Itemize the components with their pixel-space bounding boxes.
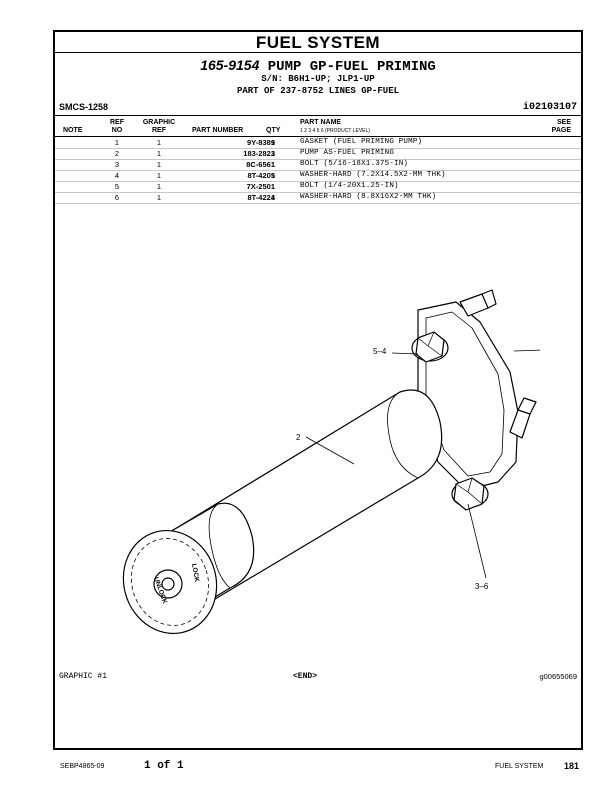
graphic-ref: 1: [156, 193, 162, 202]
group-name: PUMP GP-FUEL PRIMING: [267, 59, 436, 75]
part-number: 8C-6561: [246, 160, 275, 169]
col-ref-bottom: NO: [111, 127, 123, 134]
leader-3-6: [467, 503, 487, 579]
graphic-ref: 1: [156, 160, 162, 169]
group-heading: 165-9154 PUMP GP-FUEL PRIMING: [55, 57, 581, 75]
callout-5-4: 5–4: [373, 347, 387, 356]
footer-page-number: 181: [564, 761, 580, 771]
table-row: 4 1 8T-4205 1 WASHER-HARD (7.2X14.5X2-MM…: [55, 170, 581, 182]
col-qty: QTY: [266, 127, 281, 134]
part-name: WASHER-HARD (7.2X14.5X2-MM THK): [300, 171, 446, 179]
part-name: WASHER-HARD (8.8X16X2-MM THK): [300, 193, 437, 201]
footer-doc-number: SEBP4865-09: [60, 763, 105, 770]
graphic-ref: 1: [156, 138, 162, 147]
ref-no: 2: [114, 149, 120, 158]
col-graphic-bottom: REF: [152, 127, 166, 134]
pump-illustration: 5–4 1 2 3–6 UNLOCK LOCK: [122, 289, 540, 635]
leader-5-4: [391, 352, 419, 355]
header-divider: [55, 115, 581, 116]
leader-2: [305, 436, 355, 465]
callout-3-6: 3–6: [475, 582, 489, 591]
end-marker: <END>: [293, 672, 318, 681]
group-part-number: 165-9154: [200, 57, 260, 73]
callout-2: 2: [296, 433, 301, 442]
part-number: 9Y-8389: [247, 138, 275, 147]
col-note: NOTE: [63, 127, 83, 134]
ref-no: 3: [114, 160, 120, 169]
table-row: 5 1 7X-2501 1 BOLT (1/4-20X1.25-IN): [55, 181, 581, 193]
table-header-divider: [55, 136, 581, 137]
part-of-line: PART OF 237-8752 LINES GP-FUEL: [236, 86, 400, 96]
part-number: 7X-2501: [246, 182, 275, 191]
col-part-name: PART NAME: [300, 119, 342, 126]
graphic-number: g00655069: [539, 672, 577, 681]
quantity: 1: [270, 182, 276, 191]
col-ref-top: REF: [110, 119, 124, 126]
quantity: 1: [270, 138, 276, 147]
knob-lock-label: LOCK: [190, 563, 200, 583]
info-reference: i02103107: [522, 102, 577, 113]
graphic-ref: 1: [156, 171, 162, 180]
ref-no: 4: [114, 171, 120, 180]
col-product-level: 1 2 3 4 5 6 (PRODUCT LEVEL): [300, 128, 370, 134]
part-name: GASKET (FUEL PRIMING PUMP): [300, 138, 423, 146]
col-see-bottom: PAGE: [551, 127, 571, 134]
part-number: 8T-4224: [247, 193, 275, 202]
ref-no: 6: [114, 193, 120, 202]
smcs-code: SMCS-1258: [59, 102, 109, 112]
table-row: 6 1 8T-4224 1 WASHER-HARD (8.8X16X2-MM T…: [55, 192, 581, 204]
part-name: PUMP AS-FUEL PRIMING: [300, 149, 395, 157]
graphic-ref: 1: [156, 182, 162, 191]
part-name: BOLT (1/4-20X1.25-IN): [300, 182, 399, 190]
ref-no: 1: [114, 138, 120, 147]
page-frame: FUEL SYSTEM 165-9154 PUMP GP-FUEL PRIMIN…: [53, 30, 583, 750]
table-row: 3 1 8C-6561 1 BOLT (5/16-18X1.375-IN): [55, 159, 581, 171]
part-name: BOLT (5/16-18X1.375-IN): [300, 160, 409, 168]
section-title: FUEL SYSTEM: [55, 32, 581, 53]
col-see-top: SEE: [556, 119, 571, 126]
part-number: 183-2823: [243, 149, 275, 158]
part-number: 8T-4205: [247, 171, 275, 180]
bolt-head-lower: [453, 477, 485, 511]
quantity: 1: [270, 171, 276, 180]
quantity: 1: [270, 149, 276, 158]
serial-range: S/N: B6H1-UP; JLP1-UP: [261, 74, 375, 84]
col-graphic-top: GRAPHIC: [142, 119, 176, 126]
leader-1: [513, 349, 540, 352]
footer-page-count: 1 of 1: [144, 760, 184, 772]
quantity: 1: [270, 160, 276, 169]
graphic-label: GRAPHIC #1: [59, 672, 108, 681]
footer-section: FUEL SYSTEM: [495, 763, 544, 770]
ref-no: 5: [114, 182, 120, 191]
col-part-number: PART NUMBER: [192, 127, 244, 134]
quantity: 1: [270, 193, 276, 202]
graphic-ref: 1: [156, 149, 162, 158]
table-row: 1 1 9Y-8389 1 GASKET (FUEL PRIMING PUMP): [55, 137, 581, 149]
table-row: 2 1 183-2823 1 PUMP AS-FUEL PRIMING: [55, 148, 581, 160]
